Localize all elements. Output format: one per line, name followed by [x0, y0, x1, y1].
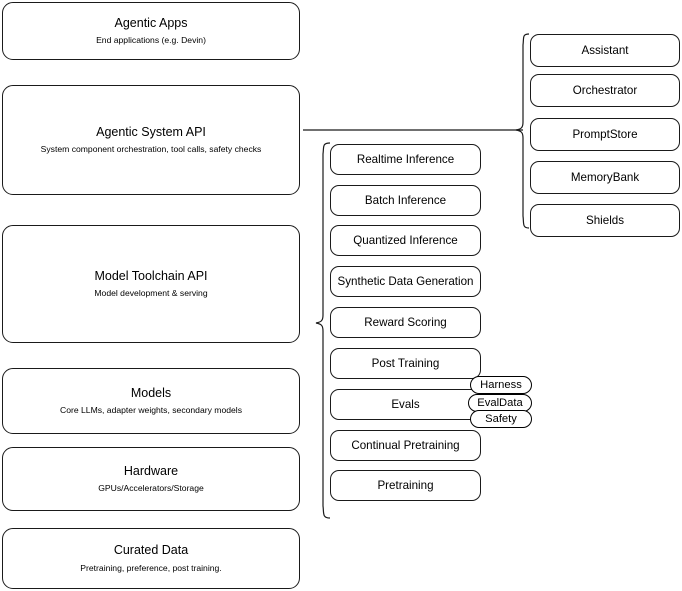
toolchain-continual-pretraining[interactable]: Continual Pretraining: [330, 430, 481, 461]
layer-curated-data[interactable]: Curated Data Pretraining, preference, po…: [2, 528, 300, 589]
layer-hardware[interactable]: Hardware GPUs/Accelerators/Storage: [2, 447, 300, 511]
chip-label: Synthetic Data Generation: [337, 275, 474, 288]
toolchain-evals[interactable]: Evals: [330, 389, 481, 420]
layer-title: Curated Data: [113, 543, 189, 558]
toolchain-post-training[interactable]: Post Training: [330, 348, 481, 379]
system-assistant[interactable]: Assistant: [530, 34, 680, 67]
chip-label: Batch Inference: [364, 194, 447, 207]
chip-label: Reward Scoring: [364, 316, 447, 329]
pill-label: EvalData: [477, 397, 523, 409]
system-memorybank[interactable]: MemoryBank: [530, 161, 680, 194]
layer-subtitle: End applications (e.g. Devin): [96, 35, 206, 46]
layer-title: Model Toolchain API: [94, 268, 208, 283]
system-shields[interactable]: Shields: [530, 204, 680, 237]
chip-label: MemoryBank: [570, 171, 640, 184]
layer-subtitle: System component orchestration, tool cal…: [40, 144, 262, 155]
layer-agentic-system-api[interactable]: Agentic System API System component orch…: [2, 85, 300, 195]
chip-label: Post Training: [371, 357, 440, 370]
toolchain-reward-scoring[interactable]: Reward Scoring: [330, 307, 481, 338]
toolchain-batch-inference[interactable]: Batch Inference: [330, 185, 481, 216]
evals-pill-harness[interactable]: Harness: [470, 376, 532, 394]
chip-label: Continual Pretraining: [351, 439, 460, 452]
chip-label: Evals: [391, 398, 420, 411]
chip-label: Assistant: [581, 44, 629, 57]
chip-label: Quantized Inference: [353, 234, 458, 247]
pill-label: Harness: [480, 379, 522, 391]
layer-title: Agentic System API: [96, 124, 206, 139]
system-orchestrator[interactable]: Orchestrator: [530, 74, 680, 107]
layer-models[interactable]: Models Core LLMs, adapter weights, secon…: [2, 368, 300, 434]
chip-label: Pretraining: [377, 479, 434, 492]
toolchain-realtime-inference[interactable]: Realtime Inference: [330, 144, 481, 175]
chip-label: PromptStore: [572, 128, 638, 141]
layer-title: Models: [130, 385, 172, 400]
toolchain-synthetic-data-generation[interactable]: Synthetic Data Generation: [330, 266, 481, 297]
system-promptstore[interactable]: PromptStore: [530, 118, 680, 151]
chip-label: Orchestrator: [572, 84, 638, 97]
layer-subtitle: GPUs/Accelerators/Storage: [98, 483, 204, 494]
layer-subtitle: Pretraining, preference, post training.: [80, 562, 222, 573]
layer-agentic-apps[interactable]: Agentic Apps End applications (e.g. Devi…: [2, 2, 300, 60]
toolchain-quantized-inference[interactable]: Quantized Inference: [330, 225, 481, 256]
layer-model-toolchain-api[interactable]: Model Toolchain API Model development & …: [2, 225, 300, 343]
chip-label: Realtime Inference: [356, 153, 455, 166]
toolchain-pretraining[interactable]: Pretraining: [330, 470, 481, 501]
pill-label: Safety: [485, 413, 517, 425]
brace-system-components: [515, 33, 530, 229]
chip-label: Shields: [585, 214, 625, 227]
layer-subtitle: Model development & serving: [94, 288, 208, 299]
layer-title: Agentic Apps: [114, 15, 188, 30]
brace-toolchain-components: [315, 142, 331, 519]
layer-title: Hardware: [123, 463, 179, 478]
layer-subtitle: Core LLMs, adapter weights, secondary mo…: [60, 405, 242, 416]
evals-pill-safety[interactable]: Safety: [470, 410, 532, 428]
